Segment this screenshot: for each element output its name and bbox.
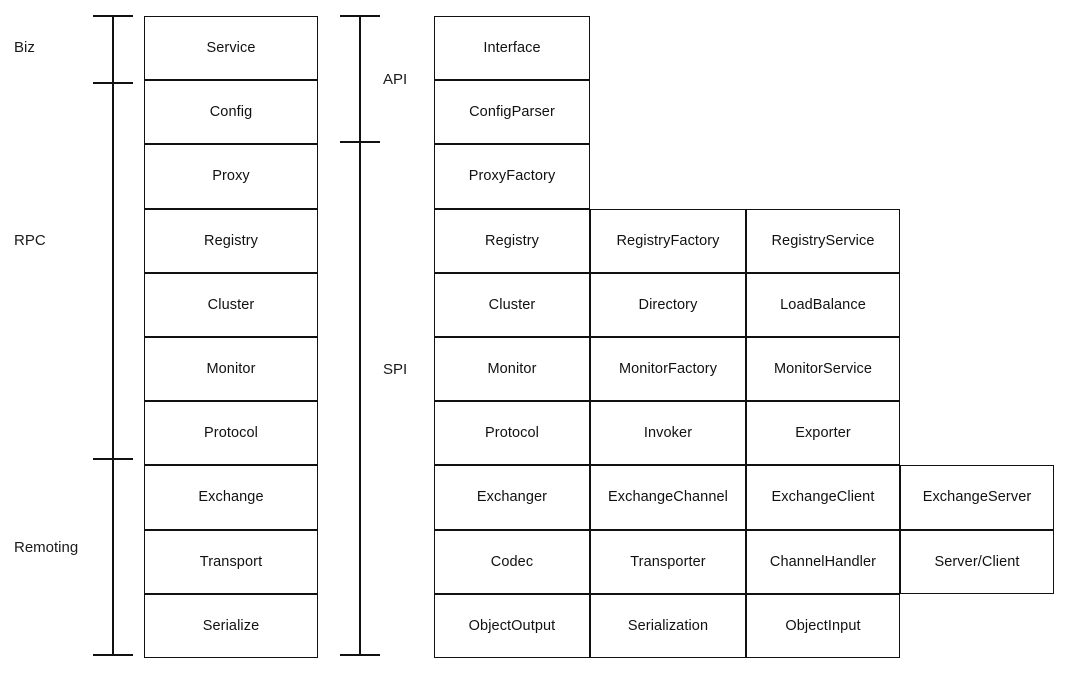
group-label-remoting: Remoting — [14, 539, 79, 556]
component-cell-transporter: Transporter — [590, 529, 746, 594]
layer-cell-transport: Transport — [144, 529, 318, 594]
bracket-tick-bottom — [340, 654, 380, 656]
component-cell-protocol: Protocol — [434, 401, 590, 466]
component-cell-proxyfactory: ProxyFactory — [434, 144, 590, 209]
component-cell-cluster: Cluster — [434, 272, 590, 337]
component-cell-monitorservice: MonitorService — [746, 337, 900, 402]
component-cell-registry: Registry — [434, 208, 590, 273]
group-label-api: API — [383, 71, 408, 88]
component-cell-exchangeserver: ExchangeServer — [900, 465, 1054, 530]
group-label-biz: Biz — [14, 39, 35, 56]
component-cell-monitor: Monitor — [434, 337, 590, 402]
component-cell-exchangeclient: ExchangeClient — [746, 465, 900, 530]
component-cell-server-client: Server/Client — [900, 529, 1054, 594]
group-label-spi: SPI — [383, 361, 408, 378]
layer-cell-monitor: Monitor — [144, 337, 318, 402]
bracket-tick-bottom — [93, 654, 133, 656]
component-cell-objectoutput: ObjectOutput — [434, 593, 590, 658]
bracket-spine — [112, 15, 114, 656]
layer-cell-cluster: Cluster — [144, 272, 318, 337]
component-cell-exchanger: Exchanger — [434, 465, 590, 530]
bracket-tick-top — [340, 15, 380, 17]
component-cell-codec: Codec — [434, 529, 590, 594]
component-cell-monitorfactory: MonitorFactory — [590, 337, 746, 402]
layer-cell-service: Service — [144, 16, 318, 81]
group-label-rpc: RPC — [14, 232, 46, 249]
bracket-tick-api-spi — [340, 141, 380, 143]
component-cell-exporter: Exporter — [746, 401, 900, 466]
component-cell-directory: Directory — [590, 272, 746, 337]
component-cell-interface: Interface — [434, 16, 590, 81]
bracket-tick-rpc-remoting — [93, 458, 133, 460]
component-cell-channelhandler: ChannelHandler — [746, 529, 900, 594]
layer-cell-serialize: Serialize — [144, 593, 318, 658]
layer-cell-exchange: Exchange — [144, 465, 318, 530]
layer-cell-registry: Registry — [144, 208, 318, 273]
component-cell-exchangechannel: ExchangeChannel — [590, 465, 746, 530]
component-cell-loadbalance: LoadBalance — [746, 272, 900, 337]
bracket-tick-top — [93, 15, 133, 17]
component-cell-serialization: Serialization — [590, 593, 746, 658]
left-group-bracket — [93, 15, 133, 656]
component-cell-objectinput: ObjectInput — [746, 593, 900, 658]
layer-cell-proxy: Proxy — [144, 144, 318, 209]
layer-cell-config: Config — [144, 80, 318, 145]
component-cell-registryservice: RegistryService — [746, 208, 900, 273]
component-cell-configparser: ConfigParser — [434, 80, 590, 145]
bracket-spine — [359, 15, 361, 656]
component-cell-invoker: Invoker — [590, 401, 746, 466]
component-cell-registryfactory: RegistryFactory — [590, 208, 746, 273]
layer-cell-protocol: Protocol — [144, 401, 318, 466]
api-spi-bracket — [340, 15, 380, 656]
bracket-tick-biz-rpc — [93, 82, 133, 84]
